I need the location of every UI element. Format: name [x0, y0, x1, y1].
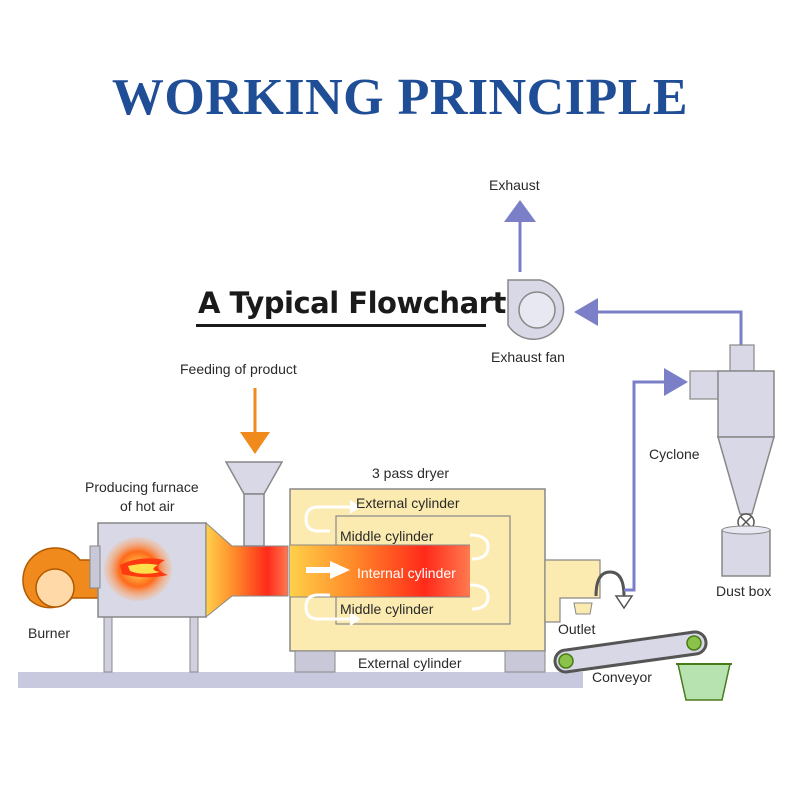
- flow-arrowheads: [350, 500, 361, 626]
- furnace-legs: [103, 614, 199, 673]
- cyclone: [689, 344, 775, 531]
- burner: [22, 547, 101, 609]
- dust-box: [721, 525, 771, 577]
- dryer-drum: [289, 488, 546, 652]
- feeding-label: Feeding of product: [180, 361, 297, 377]
- flame-icon: [120, 558, 168, 578]
- internal-arrow: [306, 561, 350, 579]
- feed-hopper: [224, 461, 284, 547]
- outlet-label: Outlet: [558, 621, 595, 637]
- dryer-outlet-duct: [544, 559, 601, 623]
- flowchart-title-underline: [196, 324, 486, 327]
- conveyor: [553, 630, 708, 674]
- outlet-bend: [594, 570, 634, 610]
- floor: [18, 672, 583, 688]
- flowchart-title: A Typical Flowchart: [198, 286, 506, 320]
- external-cylinder-top-label: External cylinder: [356, 495, 460, 511]
- furnace-label-line1: Producing furnace: [85, 479, 199, 495]
- flow-arrows: [304, 505, 490, 621]
- exhaust-fan-label: Exhaust fan: [491, 349, 565, 365]
- page-title: WORKING PRINCIPLE: [111, 69, 689, 126]
- exhaust-label: Exhaust: [489, 177, 540, 193]
- furnace-transition: [205, 521, 289, 619]
- furnace-label-line2: of hot air: [120, 498, 175, 514]
- outlet-to-cyclone-duct: [624, 368, 688, 592]
- external-cylinder-bottom-label: External cylinder: [358, 655, 462, 671]
- exhaust-fan: [507, 279, 565, 341]
- cyclone-label: Cyclone: [649, 446, 700, 462]
- feed-arrow: [240, 388, 270, 454]
- exhaust-arrow: [504, 200, 536, 272]
- middle-cylinder-top-label: Middle cylinder: [340, 528, 434, 544]
- dust-box-label: Dust box: [716, 583, 771, 599]
- dryer-label: 3 pass dryer: [372, 465, 449, 481]
- conveyor-label: Conveyor: [592, 669, 652, 685]
- dryer-supports: [294, 650, 546, 673]
- collection-bin: [676, 663, 732, 701]
- middle-cylinder-bottom-label: Middle cylinder: [340, 601, 434, 617]
- internal-cylinder-label: Internal cylinder: [357, 565, 456, 581]
- cyclone-to-fan-duct: [574, 298, 743, 345]
- burner-label: Burner: [28, 625, 70, 641]
